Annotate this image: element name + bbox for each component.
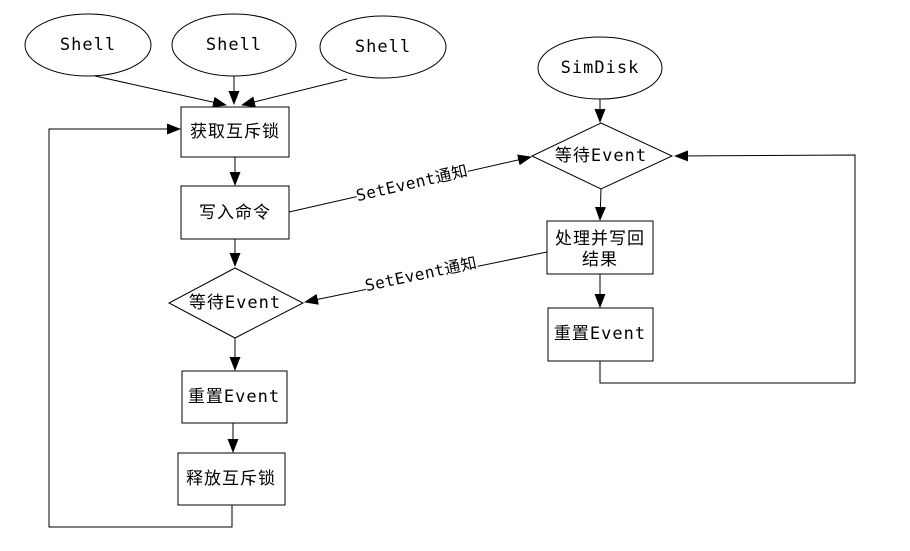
wait-event-simdisk-label: 等待Event xyxy=(555,146,647,166)
reset-event-shell-label: 重置Event xyxy=(188,387,280,407)
setevent-notify-simdisk-label-group: SetEvent通知 xyxy=(354,160,470,206)
setevent-notify-shell-label: SetEvent通知 xyxy=(363,253,479,295)
shell-loop-line xyxy=(48,123,233,528)
label-mask xyxy=(354,160,470,206)
acquire-mutex-box xyxy=(180,106,290,158)
release-mutex-box xyxy=(177,452,286,506)
simdisk-ellipse xyxy=(537,36,663,100)
shell2-ellipse xyxy=(171,13,297,77)
arrow-shell1-to-acquire-mutex xyxy=(94,75,227,108)
reset-event-simdisk-label: 重置Event xyxy=(554,324,646,344)
write-command-box xyxy=(180,185,290,240)
shell3-label: Shell xyxy=(355,37,411,57)
simdisk-label: SimDisk xyxy=(561,58,640,78)
wait-event-shell-label: 等待Event xyxy=(189,293,281,313)
shell1-ellipse xyxy=(24,13,152,77)
process-writeback-label-line1: 处理并写回 xyxy=(555,229,645,249)
arrow-wait-event-to-process-writeback xyxy=(594,188,606,221)
write-command-label: 写入命令 xyxy=(199,203,271,223)
shell2-label: Shell xyxy=(206,35,262,55)
simdisk-loop-line xyxy=(599,150,856,384)
release-mutex-label: 释放互斥锁 xyxy=(186,469,276,489)
wait-event-simdisk-diamond xyxy=(530,122,674,190)
label-mask xyxy=(363,252,479,296)
shell3-ellipse xyxy=(319,15,447,79)
setevent-notify-simdisk-label: SetEvent通知 xyxy=(354,161,469,205)
reset-event-shell-box xyxy=(181,370,288,424)
setevent-notify-shell-label-group: SetEvent通知 xyxy=(363,252,479,296)
process-writeback-label-line2: 结果 xyxy=(582,250,618,270)
process-writeback-box xyxy=(546,220,654,275)
reset-event-simdisk-box xyxy=(547,307,654,362)
acquire-mutex-label: 获取互斥锁 xyxy=(190,122,280,142)
arrow-shell3-to-acquire-mutex xyxy=(241,78,348,108)
wait-event-shell-diamond xyxy=(167,267,305,339)
shell1-label: Shell xyxy=(60,35,116,55)
